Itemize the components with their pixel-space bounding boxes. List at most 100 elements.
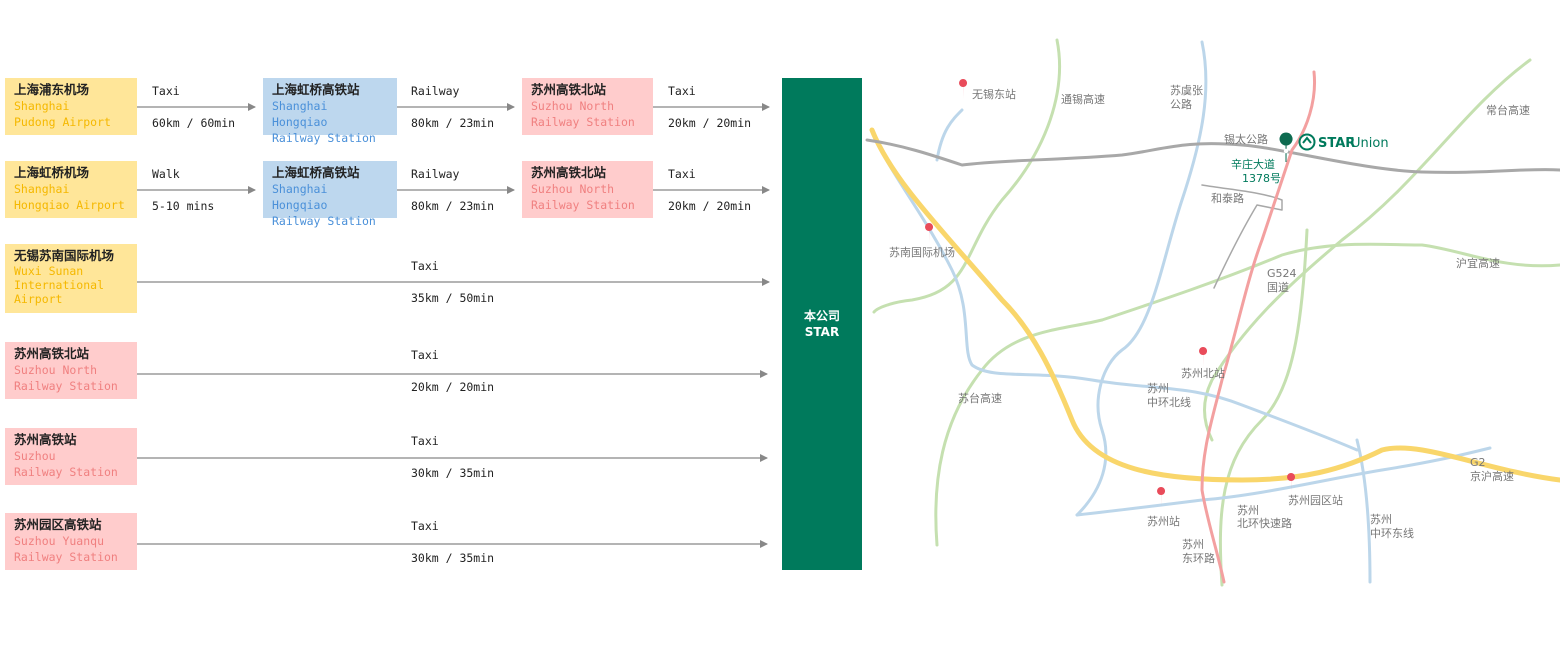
star-union-logo-icon — [1298, 133, 1316, 151]
leg-dist: 30km / 35min — [411, 466, 495, 480]
leg-mode: Taxi — [411, 259, 439, 273]
via-cn: 上海虹桥高铁站 — [272, 165, 360, 180]
road-blue-5 — [1355, 438, 1372, 584]
leg-dist: 20km / 20min — [668, 199, 752, 213]
road-hetai — [1201, 184, 1283, 289]
route-arrows — [137, 103, 770, 548]
map-label: 锡太公路 — [1224, 132, 1268, 146]
map-label: 北环快速路 — [1237, 517, 1292, 530]
location-marker-icon — [1279, 132, 1293, 163]
leg-dist: 30km / 35min — [411, 551, 495, 565]
map-label: 苏州站 — [1147, 514, 1180, 528]
leg-mode: Taxi — [411, 434, 439, 448]
start-box-yuanqu-station: 苏州园区高铁站 Suzhou Yuanqu Railway Station — [5, 513, 137, 570]
map-label: 苏州 — [1237, 504, 1259, 517]
via-en: Suzhou North Railway Station — [531, 99, 635, 129]
leg-mode: Taxi — [411, 348, 439, 362]
map-label: 公路 — [1170, 98, 1192, 111]
map-label: 通锡高速 — [1061, 92, 1105, 106]
leg-mode: Taxi — [668, 84, 696, 98]
leg-dist: 5-10 mins — [152, 199, 215, 213]
start-cn: 上海浦东机场 — [14, 82, 90, 97]
company-block: 本公司 STAR — [782, 78, 862, 570]
via-cn: 苏州高铁北站 — [531, 82, 607, 97]
via-en: Suzhou North Railway Station — [531, 182, 635, 212]
map-label: 苏州 — [1182, 538, 1204, 551]
start-box-pudong: 上海浦东机场 Shanghai Pudong Airport — [5, 78, 137, 135]
leg-mode: Taxi — [668, 167, 696, 181]
via-box-hongqiao-station: 上海虹桥高铁站 Shanghai Hongqiao Railway Statio… — [263, 161, 397, 228]
address-label: 1378号 — [1242, 172, 1281, 185]
leg-mode: Railway — [411, 167, 460, 181]
start-cn: 苏州园区高铁站 — [14, 517, 102, 532]
road-blue-1 — [935, 108, 964, 162]
map-label: 苏南国际机场 — [889, 245, 955, 259]
start-en: Shanghai Hongqiao Airport — [14, 182, 125, 212]
start-cn: 上海虹桥机场 — [14, 165, 90, 180]
map-label: 中环东线 — [1370, 526, 1414, 540]
map-label: 常台高速 — [1486, 103, 1530, 117]
start-box-wuxi-airport: 无锡苏南国际机场 Wuxi Sunan International Airpor… — [5, 244, 137, 313]
via-cn: 苏州高铁北站 — [531, 165, 607, 180]
leg-dist: 80km / 23min — [411, 116, 495, 130]
map-label: G524 — [1267, 267, 1297, 280]
road-xitai — [865, 138, 1560, 174]
company-cn: 本公司 — [803, 309, 840, 323]
pin-icon — [1199, 347, 1208, 367]
map-label: 中环北线 — [1147, 395, 1191, 409]
via-cn: 上海虹桥高铁站 — [272, 82, 360, 97]
road-blue-2 — [1075, 40, 1208, 517]
start-en: Suzhou North Railway Station — [14, 363, 118, 393]
map-label: 京沪高速 — [1470, 469, 1514, 483]
road-changtai — [1203, 58, 1532, 442]
map-label: 苏台高速 — [958, 391, 1002, 405]
pin-icon — [959, 79, 968, 99]
pin-icon — [1157, 487, 1166, 507]
company-en: STAR — [804, 325, 840, 339]
start-en: Shanghai Pudong Airport — [14, 99, 111, 129]
via-box-hongqiao-station: 上海虹桥高铁站 Shanghai Hongqiao Railway Statio… — [263, 78, 397, 145]
leg-dist: 80km / 23min — [411, 199, 495, 213]
leg-mode: Walk — [152, 167, 180, 181]
leg-mode: Railway — [411, 84, 460, 98]
road-huyi — [1100, 242, 1560, 322]
start-en: Suzhou Railway Station — [14, 449, 118, 479]
rail-red — [1200, 70, 1317, 584]
address-label: 辛庄大道 — [1231, 157, 1275, 171]
leg-dist: 20km / 20min — [668, 116, 752, 130]
map-label: 无锡东站 — [972, 87, 1016, 101]
map-label: 和泰路 — [1211, 191, 1244, 205]
leg-mode: Taxi — [411, 519, 439, 533]
via-box-suzhou-north: 苏州高铁北站 Suzhou North Railway Station — [522, 78, 653, 135]
road-g2 — [869, 127, 1560, 483]
location-marker-dot — [1283, 148, 1289, 154]
via-box-suzhou-north: 苏州高铁北站 Suzhou North Railway Station — [522, 161, 653, 218]
start-en: Suzhou Yuanqu Railway Station — [14, 534, 118, 564]
start-box-suzhou-station: 苏州高铁站 Suzhou Railway Station — [5, 428, 137, 485]
start-cn: 无锡苏南国际机场 — [14, 248, 115, 263]
map-label: 苏虞张 — [1170, 83, 1203, 97]
location-map: STAR Union 无锡东站 通锡高速 苏虞张 公路 常台高速 锡太公路 辛庄… — [865, 38, 1560, 587]
via-en: Shanghai Hongqiao Railway Station — [272, 99, 376, 145]
start-cn: 苏州高铁站 — [14, 432, 77, 447]
map-label: G2 — [1470, 456, 1486, 469]
pin-icon — [1287, 473, 1296, 493]
map-label: 苏州园区站 — [1288, 493, 1343, 507]
map-label: 苏州北站 — [1181, 366, 1225, 380]
leg-mode: Taxi — [152, 84, 180, 98]
road-g524-green — [1218, 228, 1309, 587]
leg-dist: 60km / 60min — [152, 116, 236, 130]
map-label: 苏州 — [1370, 513, 1392, 526]
road-blue-4 — [1075, 446, 1492, 517]
start-en: Wuxi Sunan International Airport — [14, 264, 105, 306]
road-tongxi — [872, 38, 1061, 314]
leg-dist: 20km / 20min — [411, 380, 495, 394]
map-label: 沪宜高速 — [1456, 256, 1500, 270]
map-label: 东环路 — [1182, 552, 1215, 565]
brand-star: STAR — [1318, 136, 1355, 151]
start-cn: 苏州高铁北站 — [14, 346, 90, 361]
map-label: 国道 — [1267, 280, 1289, 294]
map-label: 苏州 — [1147, 382, 1169, 395]
start-box-hongqiao-airport: 上海虹桥机场 Shanghai Hongqiao Airport — [5, 161, 137, 218]
pin-icon — [925, 223, 934, 243]
